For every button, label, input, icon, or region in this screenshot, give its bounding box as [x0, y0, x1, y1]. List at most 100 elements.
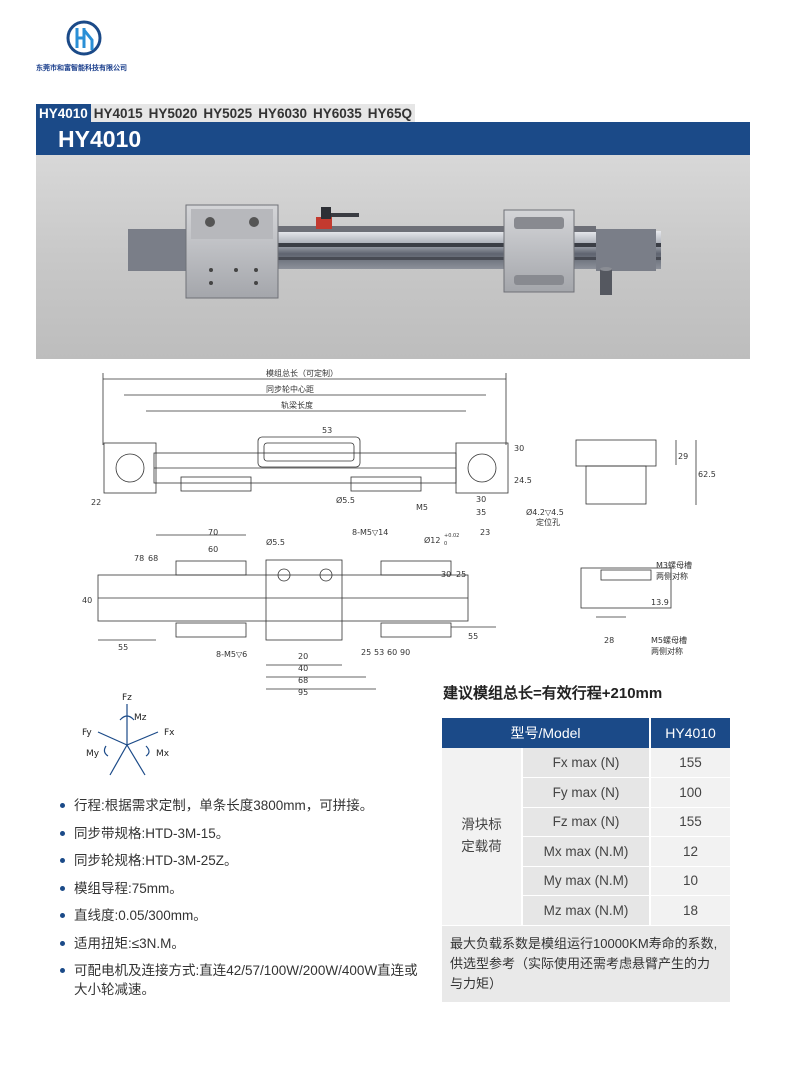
dim-90: 90: [400, 648, 410, 657]
label-both-sides-1: 两侧对称: [656, 571, 688, 581]
list-item: 模组导程:75mm。: [60, 879, 430, 898]
dim-70: 70: [208, 528, 218, 537]
label-m3-slot: M3螺母槽: [656, 560, 692, 570]
list-item: 直线度:0.05/300mm。: [60, 906, 430, 925]
dim-53: 53: [322, 426, 332, 435]
force-axes-icon: Fz Mz Fy Fx My Mx: [82, 693, 175, 776]
dim-53b: 53: [374, 648, 384, 657]
dim-95: 95: [298, 688, 308, 695]
list-item: 适用扭矩:≤3N.M。: [60, 934, 430, 953]
dim-30: 30: [514, 444, 524, 453]
force-diagram: Fz Mz Fy Fx My Mx: [80, 690, 190, 785]
label-my: My: [86, 749, 100, 759]
page-title: HY4010: [58, 126, 142, 152]
note-row: 最大负载系数是模组运行10000KM寿命的系数,供选型参考（实际使用还需考虑悬臂…: [442, 925, 730, 1003]
label-mz: Mz: [134, 713, 147, 723]
tab-hy6035[interactable]: HY6035: [312, 106, 362, 121]
dim-23: 23: [480, 528, 490, 537]
dim-phi-5-5: Ø5.5: [336, 495, 355, 505]
label-positioning-hole: 定位孔: [536, 517, 560, 527]
dim-22: 22: [91, 498, 101, 507]
dim-55-right: 55: [468, 632, 478, 641]
value-cell: 12: [650, 836, 730, 867]
list-item: 同步轮规格:HTD-3M-25Z。: [60, 851, 430, 870]
value-cell: 155: [650, 748, 730, 778]
value-cell: 10: [650, 866, 730, 896]
dim-phi-4-2: Ø4.2▽4.5: [526, 507, 564, 517]
label-fz: Fz: [122, 693, 132, 703]
technical-drawings: 模组总长（可定制） 同步轮中心距 轨梁长度 53 30 24.5 29 62.5…: [36, 365, 750, 697]
tab-hy6030[interactable]: HY6030: [258, 106, 307, 121]
dim-25b: 25: [361, 648, 371, 657]
value-cell: 100: [650, 777, 730, 808]
dim-60: 60: [208, 545, 218, 554]
dim-35: 35: [476, 508, 486, 517]
table-row: 滑块标定载荷 Fx max (N) 155: [442, 748, 730, 926]
param-cell: My max (N.M): [522, 866, 651, 896]
dim-tol-upper: +0.02: [444, 533, 459, 539]
dim-30b: 30: [476, 495, 486, 504]
spec-table: 型号/Model HY4010 滑块标定载荷 Fx max (N) 155 Fy…: [442, 718, 730, 1003]
dim-55-left: 55: [118, 643, 128, 652]
param-cell: Mz max (N.M): [522, 895, 651, 926]
dim-29: 29: [678, 452, 688, 461]
company-logo: 东莞市和富智能科技有限公司: [36, 18, 146, 76]
dim-tol-lower: 0: [444, 541, 447, 547]
tab-hy5025[interactable]: HY5025: [203, 106, 253, 121]
header-value: HY4010: [650, 718, 730, 748]
dim-8-m5-14: 8-M5▽14: [352, 528, 388, 537]
value-cell: 18: [650, 895, 730, 926]
group-label: 滑块标定载荷: [442, 748, 523, 926]
dim-20: 20: [298, 652, 308, 661]
logo-mark-icon: [66, 20, 102, 56]
product-photo: [36, 155, 750, 359]
dim-68: 68: [148, 554, 158, 563]
label-fx: Fx: [164, 728, 175, 738]
label-rail-length: 轨梁长度: [281, 400, 313, 410]
linear-module-image: [128, 204, 661, 299]
param-cell: Fx max (N): [522, 748, 651, 778]
label-m5-slot: M5螺母槽: [651, 635, 687, 645]
spec-header-row: 型号/Model HY4010: [442, 718, 730, 748]
dim-78: 78: [134, 554, 144, 563]
tab-hy65q[interactable]: HY65Q: [367, 106, 413, 121]
dim-m5: M5: [416, 503, 428, 512]
feature-list: 行程:根据需求定制，单条长度3800mm，可拼接。 同步带规格:HTD-3M-1…: [60, 796, 430, 1008]
label-pulley-center: 同步轮中心距: [266, 384, 314, 394]
tab-hy5020[interactable]: HY5020: [148, 106, 198, 121]
table-row: Fy max (N) 100: [442, 777, 730, 808]
dim-8-m5-6: 8-M5▽6: [216, 650, 247, 659]
table-row: My max (N.M) 10: [442, 866, 730, 896]
label-fy: Fy: [82, 728, 92, 738]
value-cell: 155: [650, 807, 730, 837]
list-item: 同步带规格:HTD-3M-15。: [60, 824, 430, 843]
table-row: Mz max (N.M) 18: [442, 895, 730, 926]
suggested-length: 建议模组总长=有效行程+210mm: [443, 685, 663, 702]
dim-40b: 40: [298, 664, 308, 673]
dim-62-5: 62.5: [698, 470, 716, 479]
dim-phi-12: Ø12: [424, 535, 440, 545]
company-name: 东莞市和富智能科技有限公司: [36, 65, 127, 72]
label-module-length: 模组总长（可定制）: [266, 368, 338, 378]
param-cell: Fy max (N): [522, 777, 651, 808]
spec-note: 最大负载系数是模组运行10000KM寿命的系数,供选型参考（实际使用还需考虑悬臂…: [442, 925, 730, 1003]
list-item: 行程:根据需求定制，单条长度3800mm，可拼接。: [60, 796, 430, 815]
title-bar: HY4010: [36, 122, 750, 155]
tab-hy4010[interactable]: HY4010: [36, 104, 91, 122]
dimension-drawing: 模组总长（可定制） 同步轮中心距 轨梁长度 53 30 24.5 29 62.5…: [82, 368, 716, 697]
dim-68b: 68: [298, 676, 308, 685]
param-cell: Fz max (N): [522, 807, 651, 837]
list-item: 可配电机及连接方式:直连42/57/100W/200W/400W直连或大小轮减速…: [60, 961, 430, 999]
dim-40: 40: [82, 596, 92, 605]
tab-hy4015[interactable]: HY4015: [93, 106, 143, 121]
dim-60b: 60: [387, 648, 397, 657]
model-tabs: HY4010 HY4015 HY5020 HY5025 HY6030 HY603…: [36, 104, 416, 122]
dim-13-9: 13.9: [651, 598, 669, 607]
dim-30c: 30: [441, 570, 451, 579]
table-row: Mx max (N.M) 12: [442, 836, 730, 867]
dim-phi-5-5b: Ø5.5: [266, 537, 285, 547]
header-model: 型号/Model: [442, 718, 651, 748]
dim-28: 28: [604, 636, 614, 645]
table-row: Fz max (N) 155: [442, 807, 730, 837]
dim-25: 25: [456, 570, 466, 579]
